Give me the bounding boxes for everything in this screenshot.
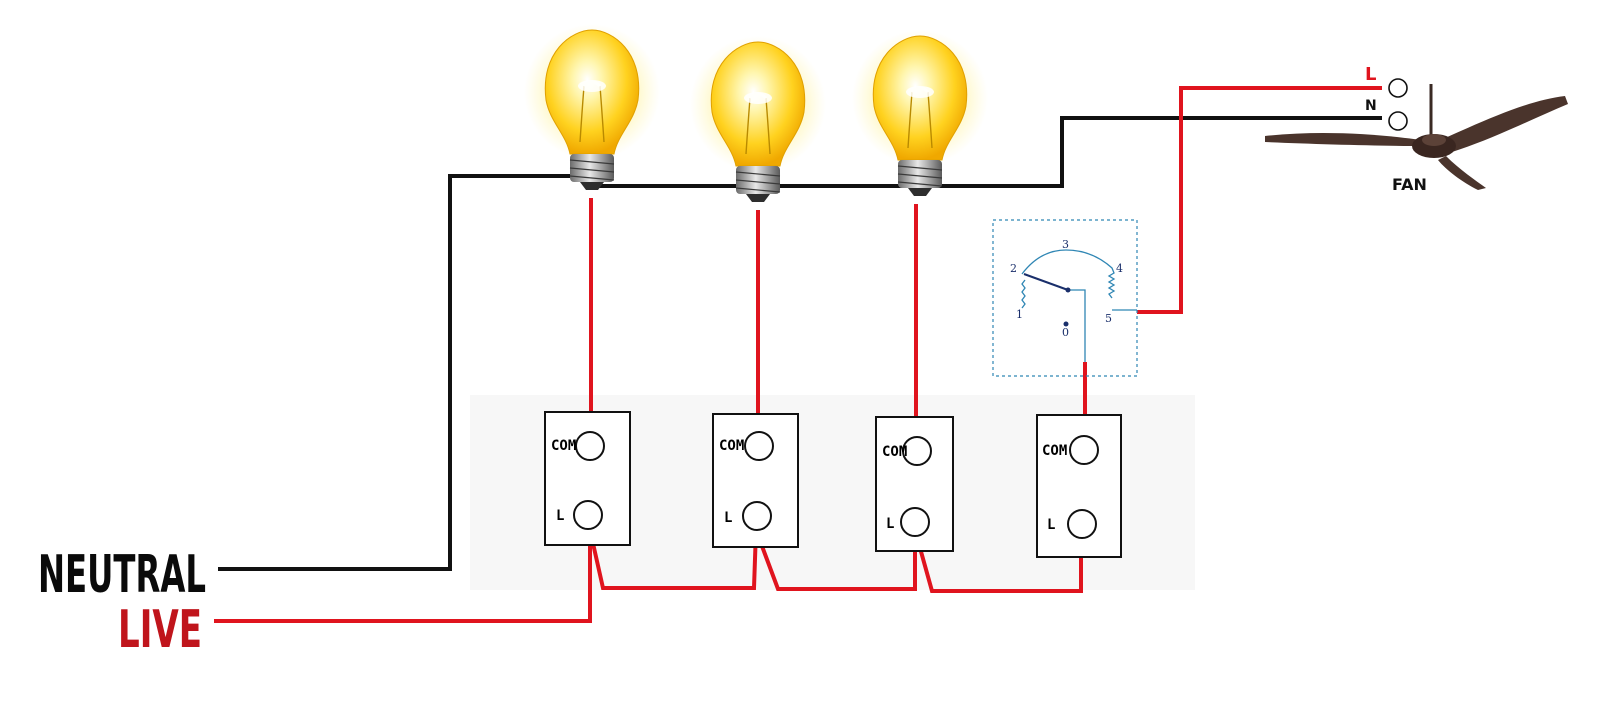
l-label: L — [1047, 517, 1055, 533]
ceiling-fan-icon — [1265, 84, 1568, 190]
fan-n-terminal — [1388, 111, 1408, 131]
l-terminal — [900, 507, 930, 537]
light-bulb-icon — [522, 22, 662, 192]
switch-box[interactable]: COM L — [875, 416, 954, 552]
live-link-1-2 — [588, 529, 758, 590]
fan-live-wire — [1137, 86, 1382, 314]
l-terminal — [573, 500, 603, 530]
switch-box[interactable]: COM L — [544, 411, 631, 546]
fan-label: FAN — [1392, 175, 1427, 194]
regulator-pos-3: 3 — [1062, 238, 1069, 251]
fan-l-terminal — [1388, 78, 1408, 98]
light-bulb-icon — [688, 34, 828, 204]
l-label: L — [724, 510, 732, 526]
fan-terminals: L N — [1365, 64, 1408, 131]
fan-terminal-l-label: L — [1365, 64, 1376, 85]
regulator-pos-2: 2 — [1010, 262, 1017, 275]
neutral-main-wire — [218, 174, 590, 571]
regulator-internal-wire — [1068, 289, 1086, 362]
com-label: COM — [882, 444, 907, 460]
switch-box[interactable]: COM L — [712, 413, 799, 548]
live-link-2-3 — [754, 529, 917, 591]
switch-box[interactable]: COM L — [1036, 414, 1122, 558]
com-terminal — [902, 436, 932, 466]
l-terminal — [742, 501, 772, 531]
com-terminal — [1069, 435, 1099, 465]
neutral-label: NEUTRAL — [38, 545, 206, 605]
regulator-resistor-coil — [1021, 249, 1116, 309]
neutral-wiring — [218, 116, 1382, 571]
light-bulb-icon — [850, 28, 990, 198]
com-label: COM — [719, 438, 744, 454]
regulator-pos-0: 0 — [1062, 326, 1069, 339]
com-label: COM — [551, 438, 576, 454]
fan-regulator[interactable]: 1 2 3 4 5 0 — [992, 219, 1138, 377]
regulator-pos-1: 1 — [1016, 308, 1023, 321]
regulator-pos-4: 4 — [1116, 262, 1123, 275]
live-main-wire — [214, 530, 592, 623]
com-terminal — [744, 431, 774, 461]
com-terminal — [575, 431, 605, 461]
fan-terminal-n-label: N — [1365, 98, 1377, 114]
live-label: LIVE — [118, 600, 202, 660]
regulator-wiper — [1023, 273, 1069, 291]
neutral-bulb-bus — [590, 116, 1382, 188]
com-label: COM — [1042, 443, 1067, 459]
l-label: L — [556, 508, 564, 524]
l-terminal — [1067, 509, 1097, 539]
l-label: L — [886, 516, 894, 532]
regulator-pos-5: 5 — [1105, 312, 1112, 325]
